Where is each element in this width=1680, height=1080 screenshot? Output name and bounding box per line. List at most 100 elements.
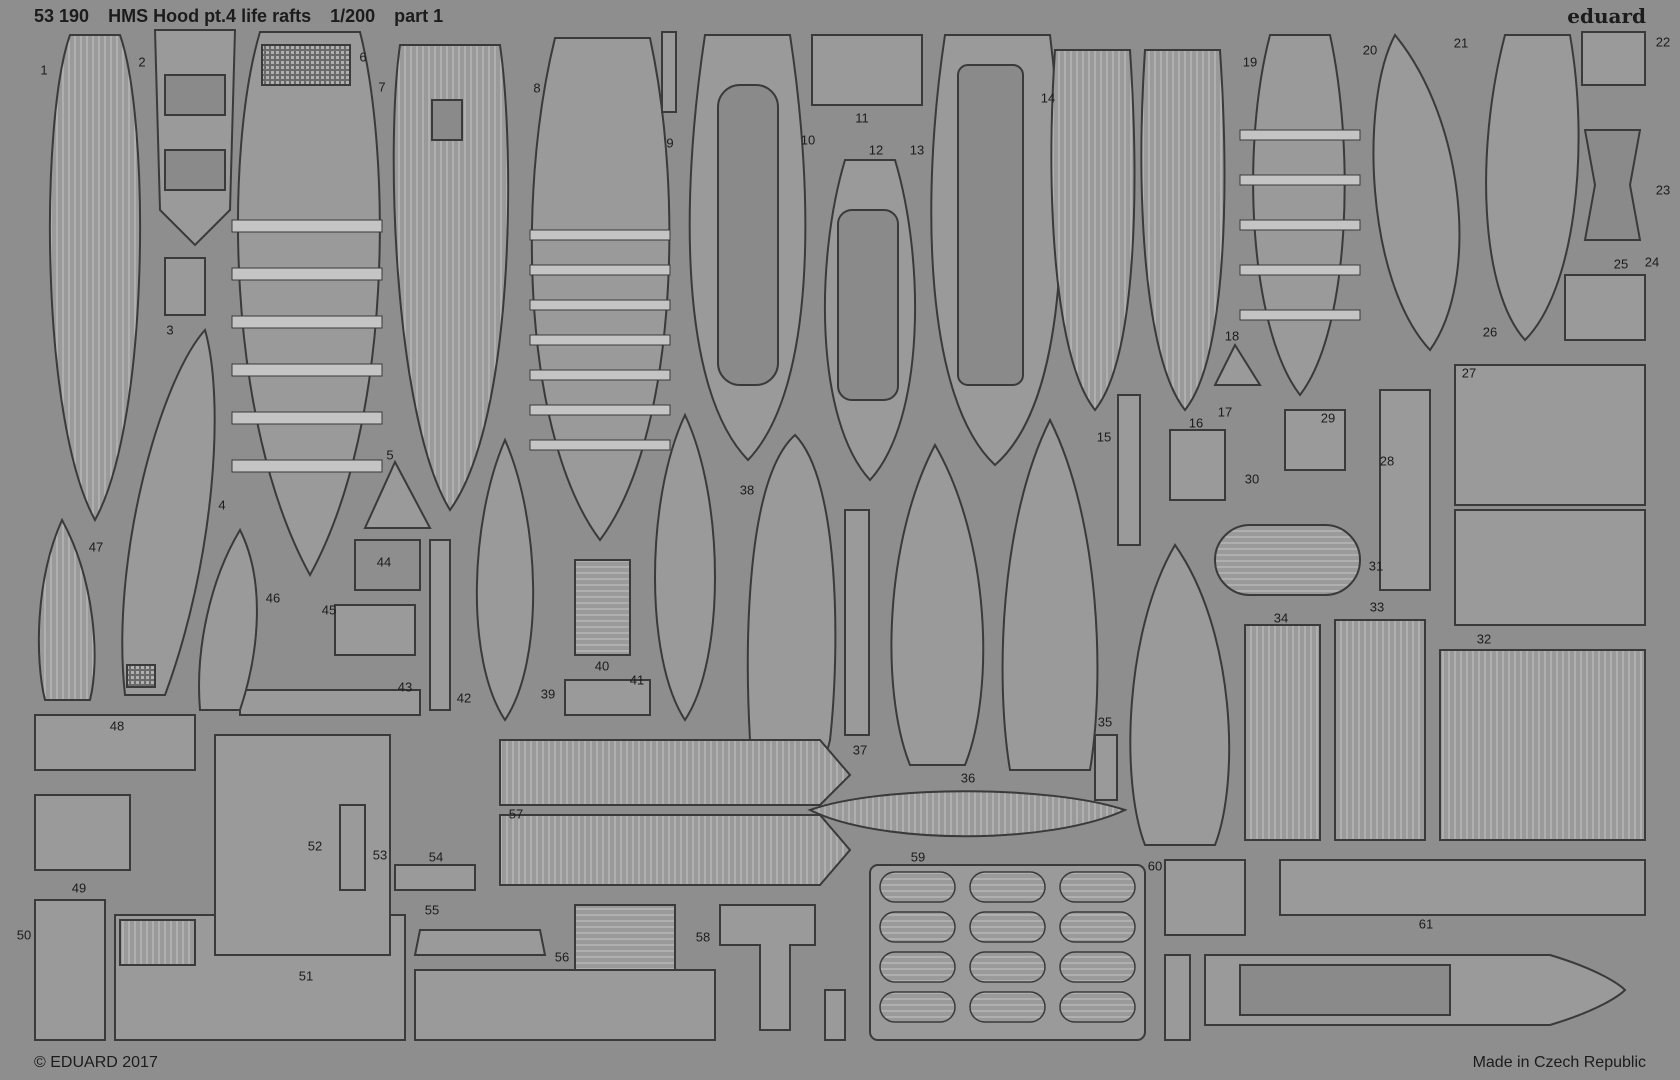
part-57-bottom [499,814,852,886]
part-26-mid [1129,543,1231,846]
part-number-34: 34 [1273,610,1289,626]
part-40 [574,559,631,656]
part-number-44: 44 [376,554,392,570]
part-number-21: 21 [1453,35,1469,51]
part-number-19: 19 [1242,54,1258,70]
part-1 [48,34,142,523]
part-number-17: 17 [1217,404,1233,420]
part-52 [214,734,391,956]
part-47 [37,517,96,701]
fret-header: 53 190 HMS Hood pt.4 life rafts 1/200 pa… [34,6,457,27]
part-35 [1094,734,1118,801]
part-number-13: 13 [909,142,925,158]
part-number-8: 8 [533,80,541,96]
part-56 [414,969,716,1041]
part-27-bottom [1454,509,1646,626]
part-36 [807,790,1128,838]
part-number-53: 53 [372,847,388,863]
part-24 [1564,274,1646,341]
brand-logo: eduard [1567,4,1646,28]
part-number-51: 51 [298,968,314,984]
part-44 [354,539,421,591]
part-2 [153,29,237,247]
part-number-42: 42 [456,690,472,706]
part-27-top [1454,364,1646,506]
part-number-4: 4 [218,497,226,513]
part-48 [34,714,196,771]
part-number-20: 20 [1362,42,1378,58]
part-41 [564,679,651,716]
part-number-10: 10 [800,132,816,148]
part-number-54: 54 [428,849,444,865]
part-number-55: 55 [424,902,440,918]
part-number-24: 24 [1644,254,1660,270]
part-3 [164,257,206,316]
part-4 [121,327,216,696]
part-number-56: 56 [554,949,570,965]
copyright: © EDUARD 2017 [34,1054,158,1071]
part-number-31: 31 [1368,558,1384,574]
part-19-top [1252,34,1346,397]
part-number-7: 7 [378,79,386,95]
part-54 [394,864,476,891]
part-37 [844,509,870,736]
origin: Made in Czech Republic [1472,1054,1646,1071]
part-46 [198,527,258,711]
part-33 [1334,619,1426,841]
part-42 [429,539,451,711]
part-15 [1117,394,1141,546]
part-number-50: 50 [16,927,32,943]
part-22 [1581,31,1646,86]
part-number-3: 3 [166,322,174,338]
part-number-25: 25 [1613,256,1629,272]
part-14-right [1140,49,1226,412]
part-number-33: 33 [1369,599,1385,615]
part-number-41: 41 [629,672,645,688]
part-9 [661,31,677,113]
part-39-left [475,437,535,722]
part-number-35: 35 [1097,714,1113,730]
part-21-bottom [1164,954,1191,1041]
part-38 [746,433,837,775]
part-20-mid [890,442,985,766]
part-19-bottom [1001,417,1099,771]
part-number-29: 29 [1320,410,1336,426]
part-17-bottom [824,989,846,1041]
product-code: 53 190 [34,6,90,26]
part-20-top [1372,33,1461,352]
part-29 [1284,409,1346,471]
part-number-9: 9 [666,135,674,151]
product-title: HMS Hood pt.4 life rafts [108,6,312,26]
part-number-58: 58 [695,929,711,945]
product-part: part 1 [394,6,444,26]
part-28 [1379,389,1431,591]
part-7 [392,44,510,512]
part-18 [1213,342,1262,386]
part-26-top [1485,34,1580,342]
part-31 [1214,524,1361,596]
part-number-6: 6 [359,49,367,65]
part-32 [1439,649,1646,841]
part-number-32: 32 [1476,631,1492,647]
part-number-40: 40 [594,658,610,674]
part-number-14: 14 [1040,90,1056,106]
part-number-2: 2 [138,54,146,70]
part-60 [1164,859,1246,936]
part-number-46: 46 [265,590,281,606]
part-number-30: 30 [1244,471,1260,487]
part-number-49: 49 [71,880,87,896]
part-number-52: 52 [307,838,323,854]
part-number-60: 60 [1147,858,1163,874]
part-34 [1244,624,1321,841]
part-49 [34,794,131,871]
part-11 [811,34,923,106]
part-23 [1583,129,1642,241]
part-number-1: 1 [40,62,48,78]
part-5 [363,459,432,529]
part-number-59: 59 [910,849,926,865]
part-number-39: 39 [540,686,556,702]
part-58 [719,904,816,1031]
part-number-12: 12 [868,142,884,158]
